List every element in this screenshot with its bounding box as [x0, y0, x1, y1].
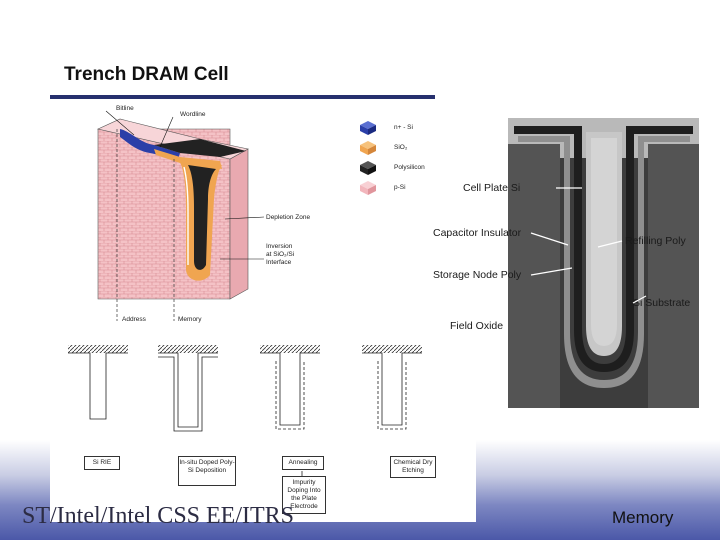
- legend: [360, 121, 376, 195]
- step-chemical-dry-etching: Chemical Dry Etching: [390, 456, 436, 478]
- footer-section: Memory: [612, 508, 674, 527]
- legend-label-n-si: n+ - Si: [394, 124, 413, 131]
- depletion-zone-label: Depletion Zone: [266, 214, 311, 221]
- inversion-line-1: Inversion: [266, 243, 293, 250]
- footer-source: ST/Intel/Intel CSS EE/ITRS: [22, 503, 295, 529]
- inversion-line-3: Interface: [266, 259, 292, 266]
- trench-dram-figure: Bitline Wordline Depletion Zone Inversio…: [50, 99, 476, 522]
- figure-title: Trench DRAM Cell: [64, 64, 229, 85]
- black-cube-icon: [360, 161, 376, 175]
- legend-label-p-si: p-Si: [394, 184, 406, 191]
- inversion-label: Inversion at SiO₂/Si Interface: [266, 243, 294, 267]
- pink-cube-icon: [360, 181, 376, 195]
- step-poly-deposition: In-situ Doped Poly-Si Deposition: [178, 456, 236, 486]
- inversion-line-2: at SiO₂/Si: [266, 251, 295, 258]
- step-annealing: Annealing: [282, 456, 324, 470]
- sem-micrograph: [508, 118, 699, 408]
- sem-label-refilling-poly: Refilling Poly: [625, 235, 686, 247]
- blue-cube-icon: [360, 121, 376, 135]
- sem-label-cell-plate: Cell Plate Si: [463, 182, 521, 194]
- title-rule: [50, 95, 435, 99]
- sem-label-field-oxide: Field Oxide: [450, 320, 504, 332]
- orange-cube-icon: [360, 141, 376, 155]
- legend-label-sio2: SiO₂: [394, 144, 408, 151]
- wordline-label: Wordline: [180, 111, 206, 118]
- address-label: Address: [122, 316, 146, 323]
- cell-block: [97, 110, 265, 321]
- step-impurity-note: Impurity Doping Into the Plate Electrode: [282, 476, 326, 514]
- bitline-label: Bitline: [116, 105, 134, 112]
- process-sequence: [68, 345, 422, 477]
- trench-cell-drawing: [68, 110, 422, 477]
- trench-sem-image: [508, 118, 699, 408]
- memory-cell-label: Memory: [178, 316, 202, 323]
- sem-label-substrate: Si Substrate: [633, 297, 691, 309]
- legend-label-polysilicon: Polysilicon: [394, 164, 425, 171]
- sem-label-capacitor-insulator: Capacitor Insulator: [433, 227, 522, 239]
- sem-label-storage-node: Storage Node Poly: [433, 269, 522, 281]
- step-si-rie: Si RIE: [84, 456, 120, 470]
